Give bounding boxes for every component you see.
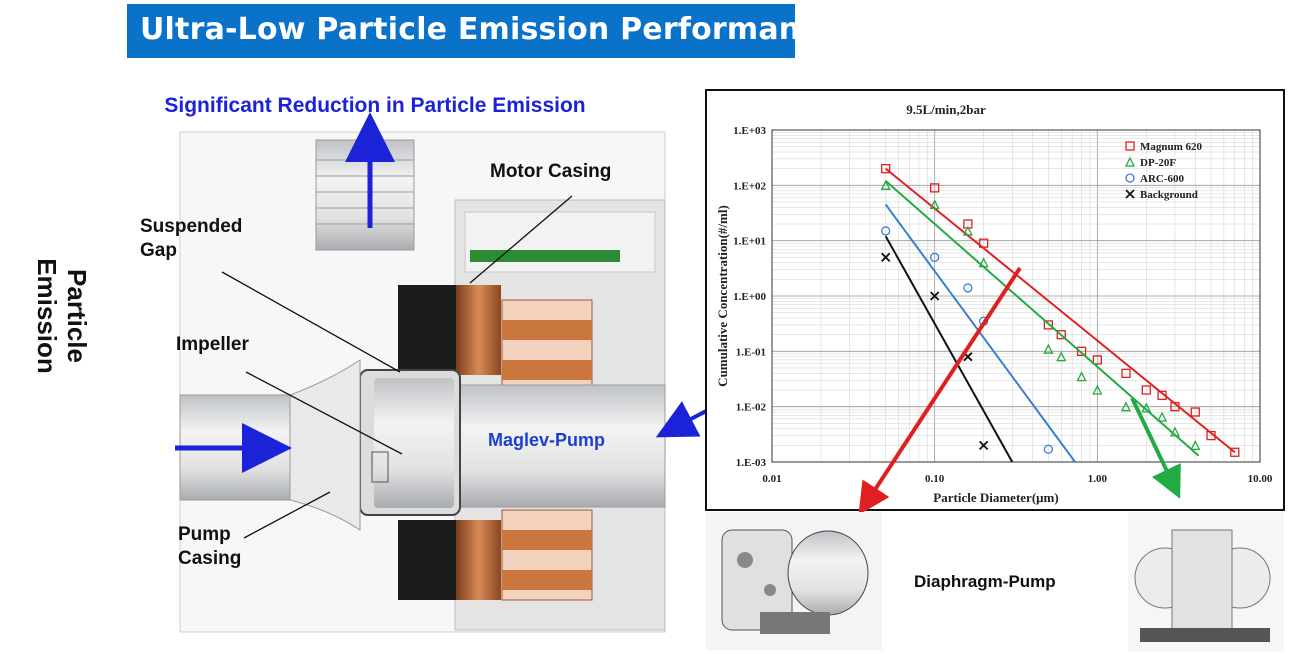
callout-leaders xyxy=(221,195,573,539)
series-fit-line xyxy=(885,167,1236,454)
legend-entry: DP-20F xyxy=(1140,157,1176,169)
data-point xyxy=(1169,426,1180,437)
data-point xyxy=(1076,346,1087,356)
chart-layer: 0.01 0.10 1.00 10.00 1.E-03 1.E-02 1.E-01 1.E+0… xyxy=(715,102,1273,505)
data-point xyxy=(1125,141,1135,151)
x-tick-label: 0.01 xyxy=(762,473,781,485)
data-point xyxy=(1190,407,1200,417)
subtitle: Significant Reduction in Particle Emissi… xyxy=(164,94,586,117)
data-point xyxy=(1043,343,1054,354)
data-point xyxy=(930,291,940,301)
green-pointer-arrow xyxy=(1130,397,1181,499)
title-banner xyxy=(127,4,795,58)
x-tick-label: 0.10 xyxy=(925,473,945,485)
data-point xyxy=(1043,320,1054,330)
data-point xyxy=(962,225,973,236)
data-point xyxy=(1141,385,1151,395)
data-point xyxy=(1092,384,1103,395)
legend-entry: ARC-600 xyxy=(1140,173,1184,185)
y-axis-label: Cumulative Concentration(#/ml) xyxy=(715,205,730,387)
series-fit-line xyxy=(885,180,1200,457)
data-point xyxy=(929,199,940,210)
data-point xyxy=(1092,355,1102,365)
data-point xyxy=(880,179,891,190)
diaphragm-pump-photo xyxy=(1128,512,1284,652)
data-point xyxy=(1043,444,1054,454)
data-point xyxy=(978,238,989,248)
pump-body xyxy=(179,131,666,633)
data-point xyxy=(930,252,940,262)
data-point xyxy=(1121,368,1131,379)
data-point xyxy=(1230,447,1240,457)
y-tick-label: 1.E-03 xyxy=(736,457,767,469)
data-point xyxy=(1190,439,1201,450)
motor-casing-label: Motor Casing xyxy=(490,161,612,182)
impeller-label: Impeller xyxy=(176,334,249,355)
data-point xyxy=(930,183,940,193)
data-point xyxy=(881,226,891,236)
x-axis-label: Particle Diameter(μm) xyxy=(933,490,1058,505)
legend-entry: Background xyxy=(1140,189,1198,201)
y-tick-label: 1.E+01 xyxy=(733,236,766,248)
series-fit-line xyxy=(884,235,1014,463)
page-title: Ultra-Low Particle Emission Performance xyxy=(140,12,839,47)
y-tick-label: 1.E-02 xyxy=(736,402,767,414)
y-tick-label: 1.E+03 xyxy=(733,125,766,137)
plot-area xyxy=(771,129,1261,463)
maglev-pump-label: Maglev-Pump xyxy=(488,430,606,450)
x-tick-label: 10.00 xyxy=(1248,473,1273,485)
data-point xyxy=(1141,402,1152,413)
red-pointer-arrow xyxy=(858,266,1022,516)
maglev-pump-photo xyxy=(706,512,882,650)
series-fit-line xyxy=(884,203,1076,463)
data-point xyxy=(1056,351,1067,362)
suspended-gap-label: Suspended Gap xyxy=(140,216,243,261)
y-tick-label: 1.E-01 xyxy=(736,346,766,358)
data-point xyxy=(1076,371,1087,382)
data-point xyxy=(1125,189,1135,199)
data-point xyxy=(1157,411,1168,422)
data-point xyxy=(963,283,973,293)
data-point xyxy=(881,164,891,174)
chart-title: 9.5L/min,2bar xyxy=(906,102,986,117)
data-point xyxy=(1124,156,1136,167)
data-point xyxy=(978,257,989,268)
x-tick-label: 1.00 xyxy=(1088,473,1108,485)
data-point xyxy=(1120,401,1132,412)
legend-entry: Magnum 620 xyxy=(1140,141,1203,153)
y-tick-label: 1.E+00 xyxy=(733,291,766,303)
data-point xyxy=(1125,173,1135,183)
data-point xyxy=(1056,330,1066,340)
y-tick-label: 1.E+02 xyxy=(733,180,766,192)
data-point xyxy=(1206,430,1216,441)
diaphragm-pump-label: Diaphragm-Pump xyxy=(914,572,1056,591)
data-point xyxy=(1170,402,1180,412)
data-point xyxy=(978,440,989,450)
data-point xyxy=(881,252,891,262)
pump-casing-label: Pump Casing xyxy=(178,524,242,569)
data-point xyxy=(1157,390,1167,401)
chart-frame xyxy=(705,89,1285,511)
